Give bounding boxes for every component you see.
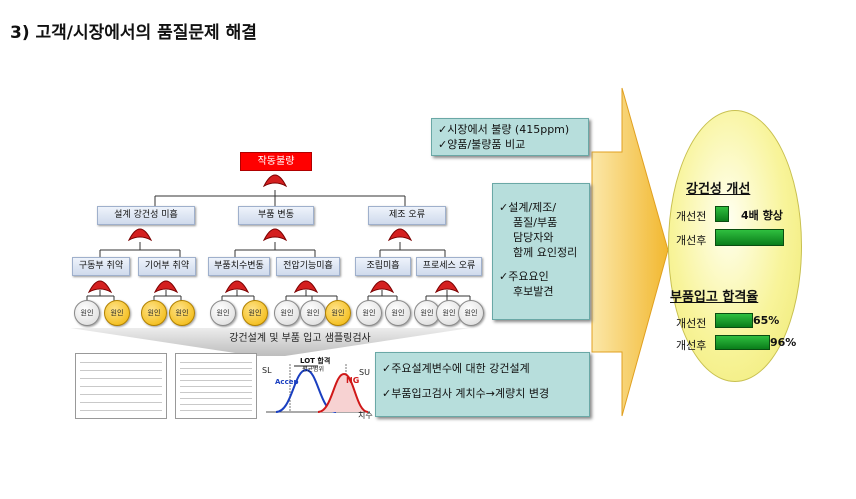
cause-circle: 원인	[74, 300, 100, 326]
market-issue-box: ✓시장에서 불량 (415ppm) ✓양품/불량품 비교	[431, 118, 589, 156]
parts-after-value: 96%	[770, 336, 796, 349]
node-manufacturing-error: 제조 오류	[368, 206, 446, 225]
cause-circle: 원인	[141, 300, 167, 326]
cause-circle: 원인	[458, 300, 484, 326]
parts-after-label: 개선후	[676, 337, 706, 353]
box3-line: ✓부품입고검사 계치수→계량치 변경	[382, 386, 583, 401]
or-gate-icon	[294, 276, 318, 294]
or-gate-icon	[370, 276, 394, 294]
or-gate-icon	[435, 276, 459, 294]
banner-text: 강건설계 및 부품 입고 샘플링검사	[190, 329, 410, 344]
ng-label: NG	[346, 376, 359, 385]
market-issue-line: ✓시장에서 불량 (415ppm)	[438, 122, 582, 137]
node-gear-weak: 기어부 취약	[138, 257, 196, 276]
page-title: 3) 고객/시장에서의 품질문제 해결	[10, 18, 257, 43]
or-gate-icon	[88, 276, 112, 294]
parts-before-label: 개선전	[676, 315, 706, 331]
parts-before-value: 65%	[753, 314, 779, 327]
lot-sub-label: 평균범위	[302, 364, 324, 373]
or-gate-icon	[388, 224, 412, 242]
cause-circle: 원인	[169, 300, 195, 326]
parts-after-bar	[715, 335, 770, 350]
node-process-error: 프로세스 오류	[416, 257, 482, 276]
cause-circle: 원인	[274, 300, 300, 326]
box3-line: ✓주요설계변수에 대한 강건설계	[382, 361, 583, 376]
robust-before-label: 개선전	[676, 208, 706, 224]
top-event-box: 작동불량	[240, 152, 312, 171]
cause-circle: 원인	[356, 300, 382, 326]
or-gate-icon	[154, 276, 178, 294]
node-voltage-function: 전압기능미흡	[276, 257, 340, 276]
or-gate-icon	[128, 224, 152, 242]
robustness-title: 강건성 개선	[686, 178, 750, 197]
node-drive-weak: 구동부 취약	[72, 257, 130, 276]
cause-circle: 원인	[104, 300, 130, 326]
team-analysis-box: ✓설계/제조/ 품질/부품 담당자와 함께 요인정리 ✓주요요인 후보발견	[492, 183, 590, 320]
node-assembly: 조립미흡	[355, 257, 411, 276]
sl-label: SL	[262, 366, 272, 375]
cause-circle: 원인	[385, 300, 411, 326]
or-gate-icon	[263, 224, 287, 242]
robust-after-label: 개선후	[676, 232, 706, 248]
cause-circle: 원인	[242, 300, 268, 326]
cause-circle: 원인	[325, 300, 351, 326]
axis-label: 치수	[358, 410, 373, 421]
robust-before-bar	[715, 206, 729, 222]
compare-line: ✓양품/불량품 비교	[438, 137, 582, 152]
robust-before-value: 4배 향상	[741, 207, 783, 223]
or-gate-icon	[263, 170, 287, 188]
big-arrow	[580, 82, 670, 422]
cause-circle: 원인	[300, 300, 326, 326]
box2-line: 후보발견	[499, 284, 583, 299]
node-part-dimension: 부품치수변동	[208, 257, 270, 276]
node-part-variation: 부품 변동	[238, 206, 314, 225]
su-label: SU	[359, 368, 370, 377]
node-design-robustness: 설계 강건성 미흡	[97, 206, 195, 225]
worksheet-thumbnail	[75, 353, 167, 419]
parts-before-bar	[715, 313, 753, 328]
or-gate-icon	[225, 276, 249, 294]
box2-line: 함께 요인정리	[499, 245, 583, 260]
parts-acceptance-title: 부품입고 합격율	[670, 286, 758, 305]
robust-after-bar	[715, 229, 784, 246]
box2-line: 품질/부품	[499, 215, 583, 230]
box2-line: ✓주요요인	[499, 269, 583, 284]
box2-line: ✓설계/제조/	[499, 200, 583, 215]
box2-line: 담당자와	[499, 230, 583, 245]
accept-label: Accep	[275, 378, 298, 386]
data-table-thumbnail	[175, 353, 257, 419]
cause-circle: 원인	[210, 300, 236, 326]
countermeasure-box: ✓주요설계변수에 대한 강건설계 ✓부품입고검사 계치수→계량치 변경	[375, 352, 590, 417]
